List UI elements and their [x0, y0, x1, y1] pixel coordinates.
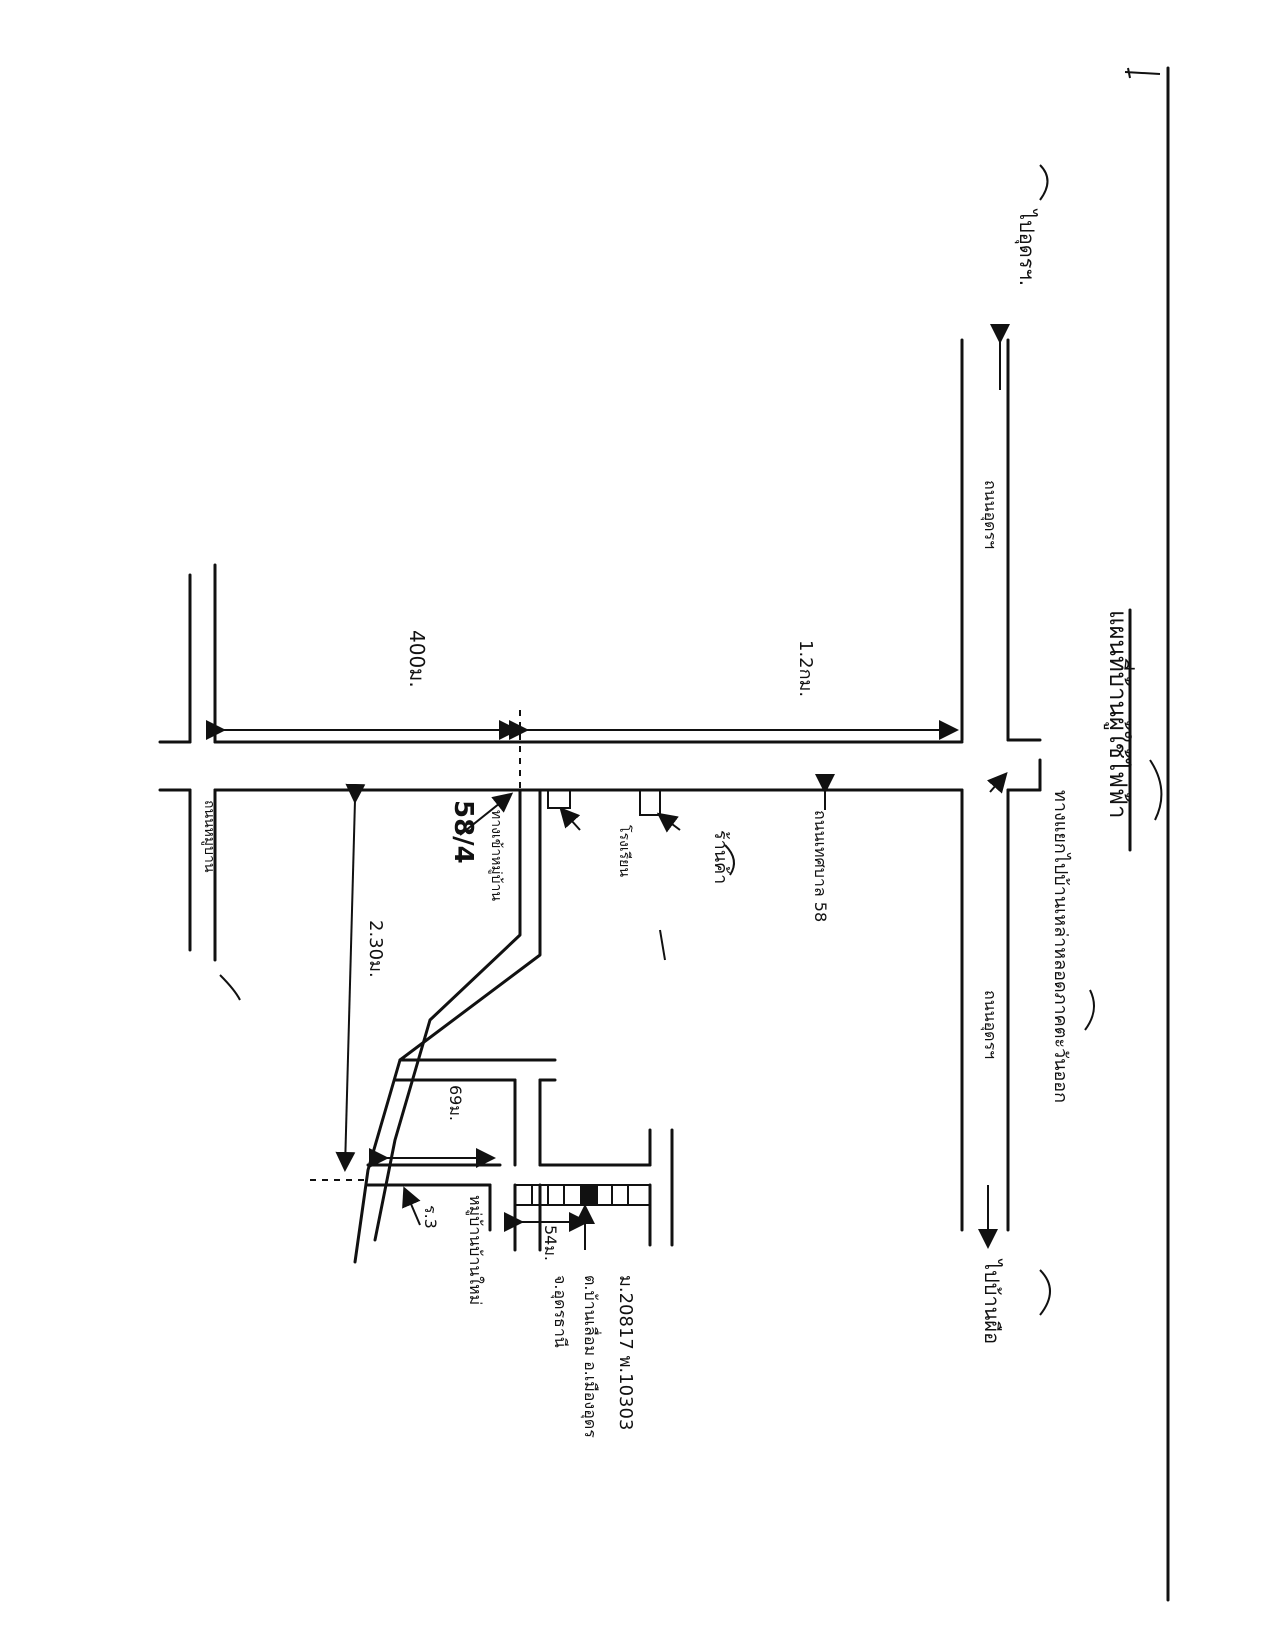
shop-label: ร้านค้า	[710, 830, 731, 884]
roadside-buildings	[547, 789, 661, 816]
south-destination-label: ไปบ้านผือ	[980, 1258, 1004, 1344]
village-name-label: หมู่บ้านบ้านใหม่	[465, 1195, 485, 1305]
distance-69-label: 69ม.	[446, 1085, 465, 1121]
school-label: โรงเรียน	[616, 825, 633, 877]
road-south-label: ถนนอุดรฯ	[980, 990, 1000, 1059]
left-road	[188, 563, 217, 962]
village-road-label: ถนนหมู่บ้าน	[201, 800, 217, 873]
main-highway	[960, 324, 1042, 1249]
pole-label: ร.3	[421, 1205, 440, 1229]
village-lane	[353, 788, 542, 1264]
junction-label: ทางแยกไปบ้านเหล่าหลอดภาคตะวันออก	[1050, 790, 1072, 1103]
house-row	[514, 1184, 651, 1206]
distance-400-label: 400ม.	[405, 630, 429, 688]
side-road	[158, 740, 964, 792]
map-title: แผนที่บ้านผู้ใช้ไฟฟ้า	[1103, 610, 1135, 818]
distance-230-label: 2.30ม.	[365, 920, 386, 978]
distance-main-label: 1.2กม.	[795, 640, 816, 697]
north-destination-label: ไปอุดรฯ.	[1014, 208, 1039, 286]
address-line-2: จ.อุดรธานี	[550, 1275, 570, 1348]
house-entry-label: ทางเข้าหมู่บ้าน	[488, 810, 504, 901]
leader-lines	[219, 164, 1163, 1316]
side-road-label: ถนนเทศบาล 58	[811, 810, 830, 922]
house-number-label: 58/4	[448, 800, 478, 864]
road-north-label: ถนนอุดรฯ	[980, 480, 1000, 549]
meter-number-label: ม.20817 พ.10303	[615, 1275, 636, 1430]
address-line-1: ต.บ้านเลื่อม อ.เมืองอุดร	[580, 1275, 602, 1438]
distance-54-label: 54ม.	[541, 1225, 560, 1261]
dimension-lines	[206, 710, 959, 1250]
corner-mark	[1124, 67, 1161, 79]
